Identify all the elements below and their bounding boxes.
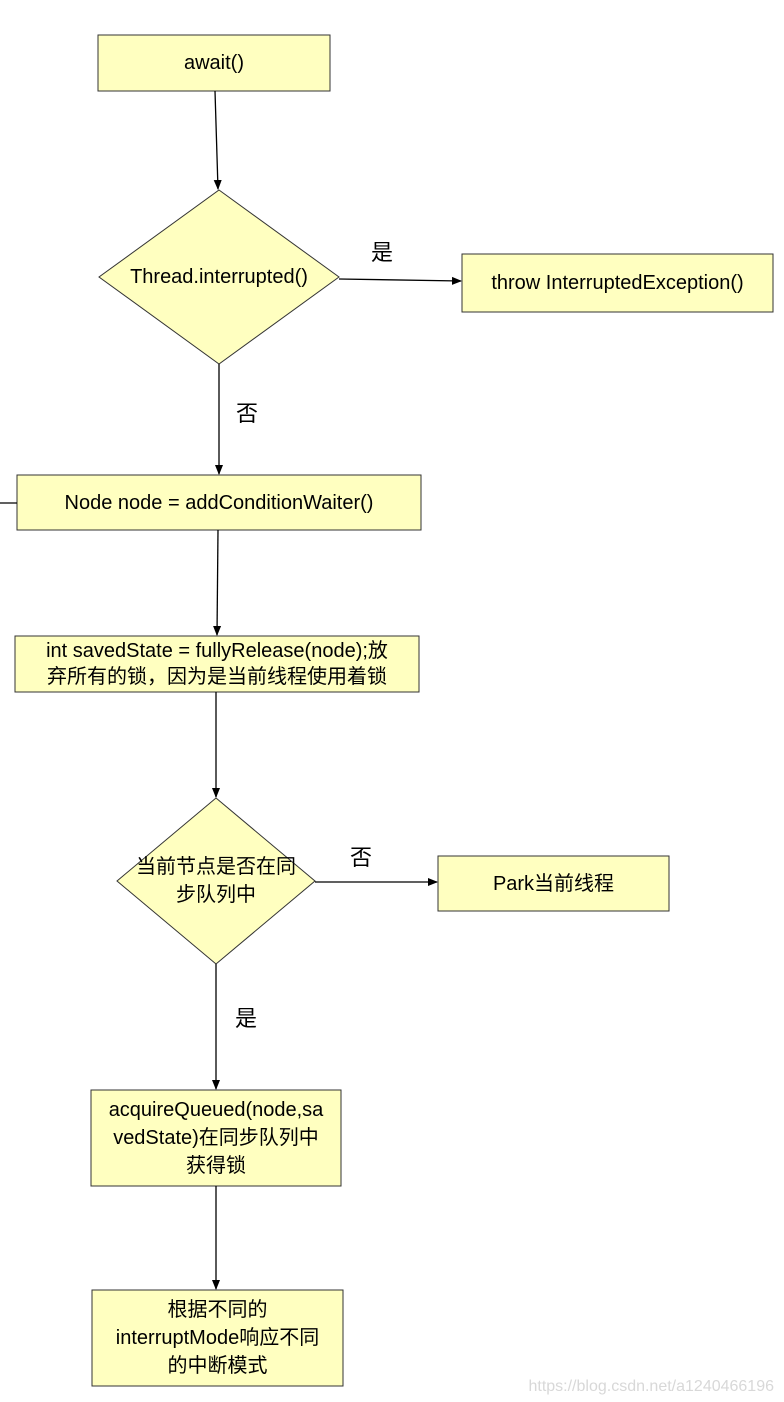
add-waiter-label: Node node = addConditionWaiter() [64, 491, 374, 514]
interrupt-mode-label: 根据不同的 interruptMode响应不同 的中断模式 [115, 1299, 320, 1377]
edge-label-sync-no: 否 [350, 846, 373, 871]
acquire-queued-label: acquireQueued(node,sa vedState)在同步队列中 获得… [108, 1099, 324, 1177]
interrupted-decision-label: Thread.interrupted() [130, 266, 308, 288]
edge-label-interrupted-yes: 是 [371, 241, 394, 266]
edge-label-sync-yes: 是 [235, 1007, 258, 1032]
throw-exception-label: throw InterruptedException() [491, 272, 744, 294]
sync-queue-decision-label: 当前节点是否在同 步队列中 [136, 856, 296, 906]
acquire-queued-box [90, 1089, 342, 1187]
fully-release-label: int savedState = fullyRelease(node);放 弃所… [46, 640, 388, 688]
await-box [97, 34, 331, 92]
watermark: https://blog.csdn.net/a1240466196 [528, 1378, 774, 1395]
interrupt-mode-box [91, 1289, 344, 1387]
add-waiter-box [16, 474, 422, 531]
await-label: await() [183, 52, 244, 74]
edge-add-waiter-to-release [213, 529, 222, 636]
park-label: Park当前线程 [492, 872, 615, 895]
edge-await-to-interrupted [213, 90, 222, 190]
park-box [437, 855, 670, 912]
edge-interrupted-yes [338, 276, 462, 285]
throw-exception-box [461, 253, 774, 313]
edge-label-interrupted-no: 否 [236, 402, 259, 427]
fully-release-box [14, 635, 420, 693]
